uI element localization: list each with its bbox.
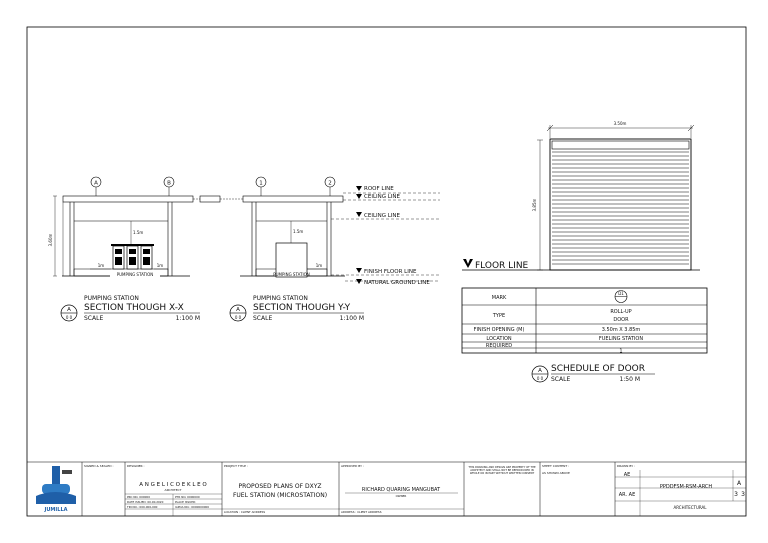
door-width-dim: 3.50m: [614, 121, 627, 126]
drawn-by-label: DRAWN BY :: [617, 464, 635, 468]
ceiling-line-label-1: CEILING LINE: [364, 194, 401, 200]
project-code: PPDDFSM-RSM-ARCH: [660, 484, 713, 490]
schedule-row-type-value2: DOOR: [613, 317, 629, 323]
ptr-no: PTR NO. 0000000: [175, 495, 200, 499]
grid-label-2: 2: [328, 181, 332, 187]
section-xx-scale-label: SCALE: [84, 315, 103, 322]
tin-no: TIN NO.: 000-000-000: [126, 505, 158, 509]
sheet-no-a: A: [737, 480, 742, 487]
schedule-marker-letter: A: [538, 368, 542, 374]
ceiling-line-label-2: CEILING LINE: [364, 213, 401, 219]
dim-height-xx: 3.60m: [48, 234, 53, 247]
designer-label: DESIGNER :: [127, 464, 145, 468]
approver-role: OWNER: [396, 494, 407, 498]
dim-1m-left-xx: 1m: [98, 263, 105, 268]
room-label-xx: PUMPING STATION: [117, 272, 154, 277]
schedule-marker-sheet: 0 0: [537, 376, 544, 381]
sheet-content-value: AS SHOWN ABOVE: [542, 471, 570, 475]
signed-sealed-label: SIGNED & SEALED :: [84, 464, 114, 468]
schedule-row-mark-value: D1: [618, 291, 624, 296]
section-yy-title: A 0 0 PUMPING STATION SECTION THOUGH Y-Y…: [229, 295, 364, 322]
designer-role: ARCHITECT: [165, 488, 182, 492]
schedule-title-text: SCHEDULE OF DOOR: [551, 364, 645, 374]
sheet-no-b: 3: [734, 491, 738, 498]
level-lines: ROOF LINE CEILING LINE CEILING LINE FINI…: [331, 186, 440, 286]
section-xx-marker-letter: A: [67, 307, 71, 313]
notes-box: THIS DRAWING AND DESIGN ARE PROPERTY OF …: [468, 466, 536, 476]
roof-line-label: ROOF LINE: [364, 186, 394, 192]
natural-ground-line-label: NATURAL GROUND LINE: [364, 280, 430, 286]
room-label-yy: PUMPING STATION: [273, 272, 310, 277]
door-elevation: 3.50m 3.85m FLOOR LINE: [462, 121, 700, 271]
section-xx-scale-value: 1:100 M: [176, 315, 200, 322]
schedule-row-type-value: ROLL-UP: [610, 309, 631, 315]
title-block: JUMILLA SIGNED & SEALED : DESIGNER : A N…: [36, 462, 746, 516]
section-xx-title: A 0 0 PUMPING STATION SECTION THOUGH X-X…: [60, 295, 200, 322]
discipline: ARCHITECTURAL: [673, 505, 707, 510]
section-yy-subtitle: PUMPING STATION: [253, 295, 308, 302]
finish-floor-line-label: FINISH FLOOR LINE: [364, 269, 417, 275]
grid-label-a: A: [94, 181, 98, 187]
schedule-row-type-label: TYPE: [492, 313, 505, 319]
location-label: LOCATION : CLIENT ADDRESS: [224, 510, 265, 514]
section-yy-marker-sheet: 0 0: [235, 315, 242, 320]
project-title-line1: PROPOSED PLANS OF DXYZ: [239, 483, 322, 490]
date-issued: DATE ISSUED: 00.00.2020: [127, 500, 164, 504]
approver-name: RICHARD QUARING MANGUBAT: [362, 487, 441, 493]
approved-by-label: APPROVED BY :: [341, 464, 364, 468]
schedule-row-opening-value: 3.50m X 3.85m: [602, 327, 641, 333]
sheet-total: 3: [741, 491, 745, 498]
sheet-content-label: SHEET CONTENT :: [542, 464, 569, 468]
pumping-station-box: [275, 242, 308, 278]
schedule-row-mark-label: MARK: [492, 295, 507, 301]
floor-level-marker: [463, 259, 473, 268]
grid-label-1: 1: [259, 181, 263, 187]
owner-address: ADDRESS : CLIENT ADDRESS: [341, 510, 382, 514]
checked-by-value: AR. AE: [619, 492, 635, 498]
prc-no: PRC NO. 000000: [127, 495, 150, 499]
fuel-pump-group: [111, 244, 154, 270]
schedule-row-required-label: REQUIRED: [486, 343, 512, 349]
dim-1m-right-xx: 1m: [157, 263, 164, 268]
grid-label-b: B: [167, 181, 171, 187]
door-schedule-table: MARK D1 TYPE ROLL-UP DOOR FINISH OPENING…: [461, 287, 708, 355]
section-yy-scale-label: SCALE: [253, 315, 272, 322]
schedule-scale-value: 1:50 M: [619, 376, 640, 383]
designer-name: A N G E L I C O E K L E O: [139, 482, 207, 488]
section-yy-scale-value: 1:100 M: [340, 315, 364, 322]
section-yy-marker-letter: A: [236, 307, 240, 313]
schedule-scale-label: SCALE: [551, 376, 570, 383]
section-yy-drawing: 1 2 PUMPING STATION 1.5m 1m: [220, 176, 345, 278]
project-title-line2: FUEL STATION (MICROSTATION): [233, 492, 327, 499]
schedule-row-required-value: 1: [619, 349, 622, 355]
company-logo: [36, 466, 76, 511]
drawn-by-value: AE: [624, 472, 631, 478]
section-xx-subtitle: PUMPING STATION: [84, 295, 139, 302]
schedule-title: A 0 0 SCHEDULE OF DOOR SCALE 1:50 M: [531, 364, 655, 383]
dim-clear-yy: 1.5m: [293, 229, 303, 234]
dim-1m-yy: 1m: [316, 263, 323, 268]
section-xx-title-text: SECTION THOUGH X-X: [84, 303, 184, 313]
schedule-row-opening-label: FINISH OPENING (M): [474, 327, 525, 333]
notes-text: THIS DRAWING AND DESIGN ARE PROPERTY OF …: [468, 466, 536, 476]
project-title-label: PROJECT TITLE :: [224, 464, 248, 468]
schedule-row-location-value: FUELING STATION: [599, 336, 643, 342]
logo-text: JUMILLA: [44, 507, 68, 513]
floor-line-label: FLOOR LINE: [475, 261, 529, 271]
door-height-dim: 3.85m: [532, 199, 537, 212]
dim-clear-xx: 1.5m: [133, 230, 143, 235]
section-yy-title-text: SECTION THOUGH Y-Y: [253, 303, 351, 313]
roll-up-door: [549, 138, 692, 271]
place-issued: PLACE ISSUED:: [175, 500, 196, 504]
iapoa-no: IAPOA NO.: 0000000000: [175, 505, 209, 509]
section-xx-marker-sheet: 0 0: [66, 315, 73, 320]
schedule-row-location-label: LOCATION: [486, 336, 512, 342]
